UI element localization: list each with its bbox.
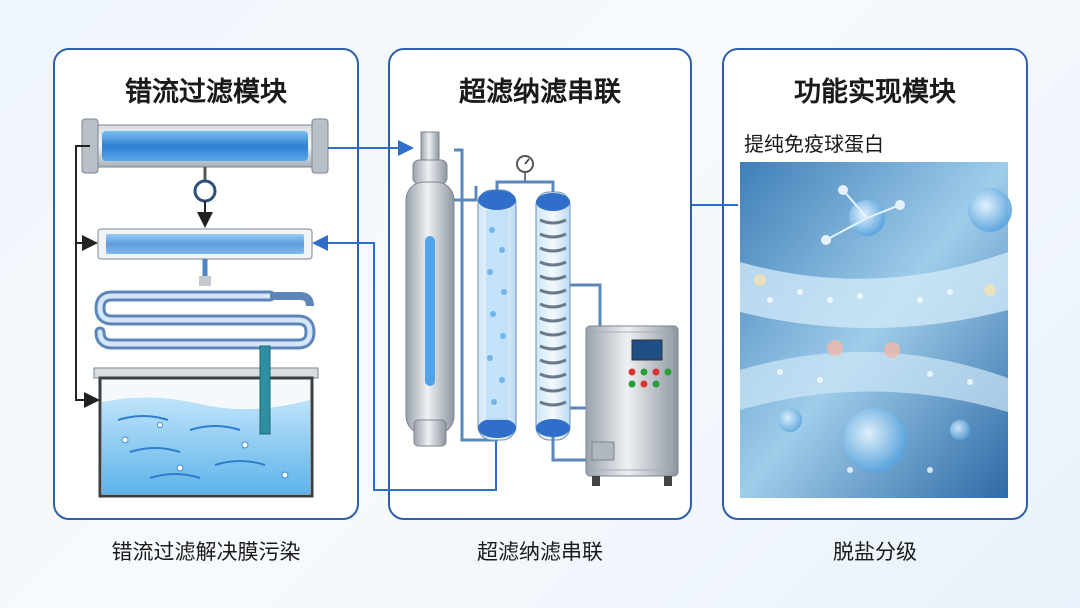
caption-function: 脱盐分级: [833, 540, 917, 564]
panel-title-function: 功能实现模块: [794, 77, 956, 108]
panel-subtitle-function: 提纯免疫球蛋白: [744, 132, 884, 156]
crossflow-module-illustration: [75, 118, 329, 498]
caption-crossflow: 错流过滤解决膜污染: [111, 540, 301, 564]
caption-uf-nf: 超滤纳滤串联: [477, 540, 603, 564]
panel-title-crossflow: 错流过滤模块: [125, 77, 287, 108]
flow-lines: [312, 140, 738, 491]
uf-nf-equipment-illustration: [405, 131, 679, 486]
immunoglobulin-illustration: [740, 162, 1012, 498]
panel-title-uf-nf: 超滤纳滤串联: [459, 77, 621, 108]
